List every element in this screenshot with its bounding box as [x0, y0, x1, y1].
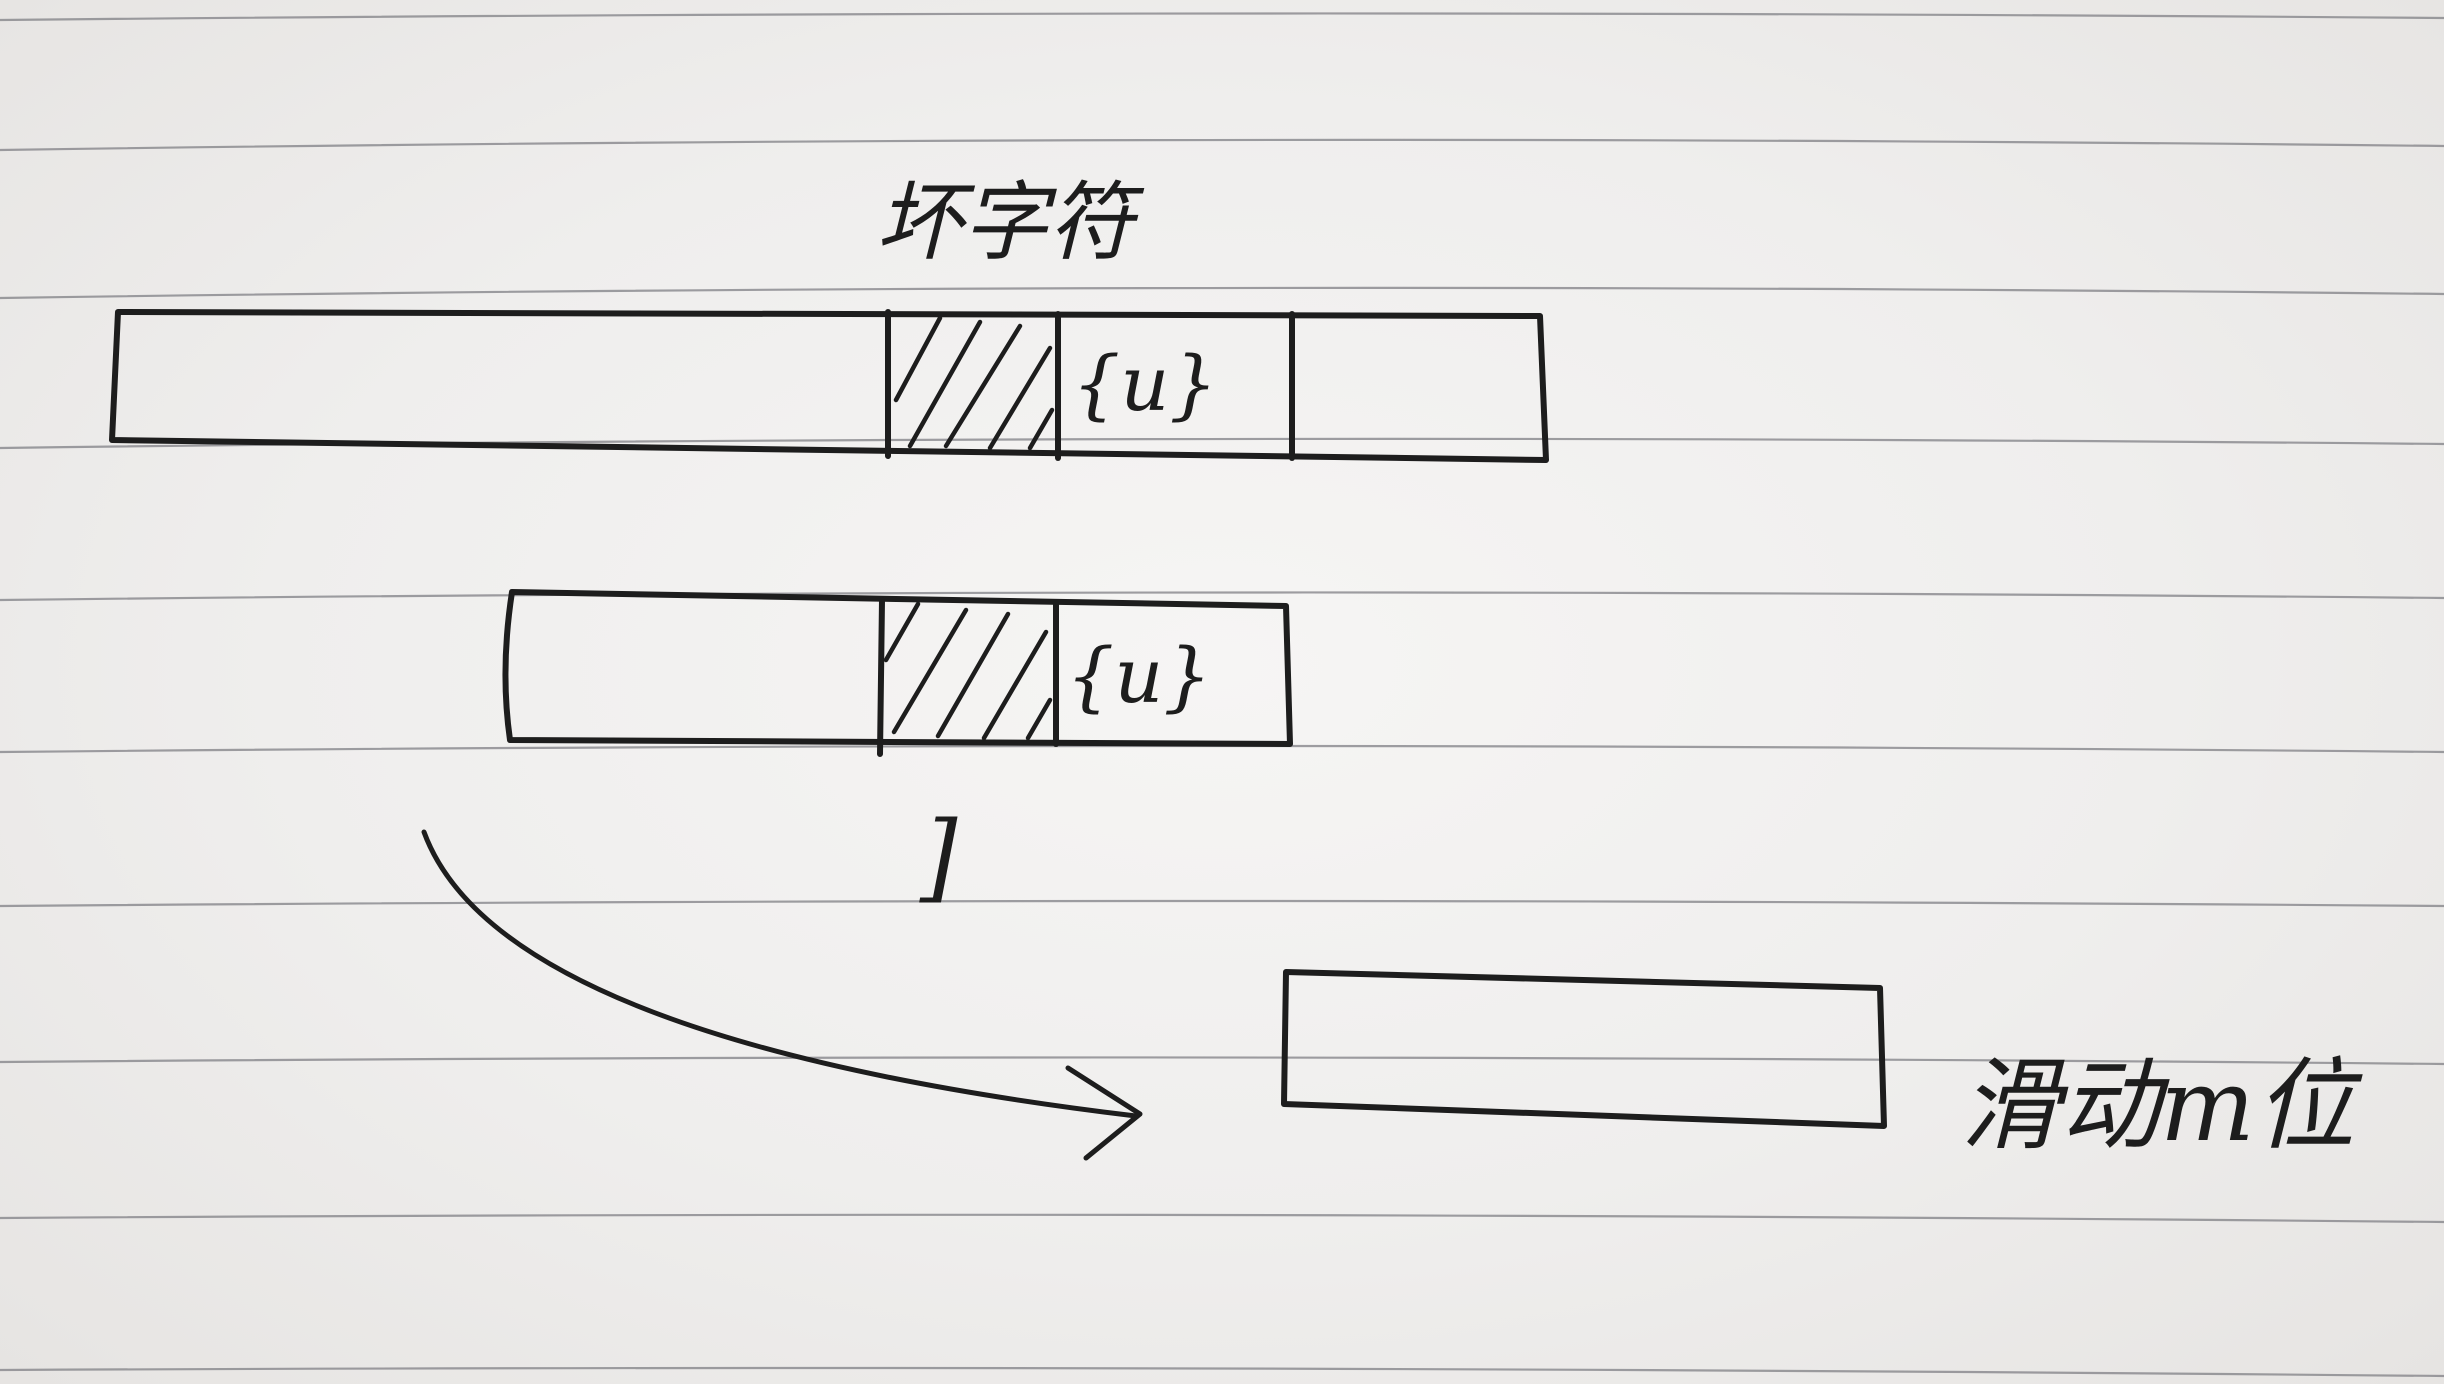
cell-u-mid: {u} — [1066, 631, 1212, 720]
bad-char-label: 坏字符 — [876, 173, 1145, 273]
ruled-lines — [0, 12, 2444, 1378]
cell-u-top: {u} — [1072, 339, 1218, 428]
main-string-bar — [109, 309, 1549, 463]
slide-arrow — [421, 829, 1143, 1161]
bad-char-cell-top — [893, 315, 1055, 451]
shifted-pattern-bar — [1281, 969, 1887, 1129]
pattern-bar — [502, 589, 1293, 757]
bracket-mark: ] — [919, 801, 958, 913]
slide-label: 滑动m位 — [1960, 1047, 2363, 1164]
bad-char-cell-mid — [883, 601, 1053, 741]
